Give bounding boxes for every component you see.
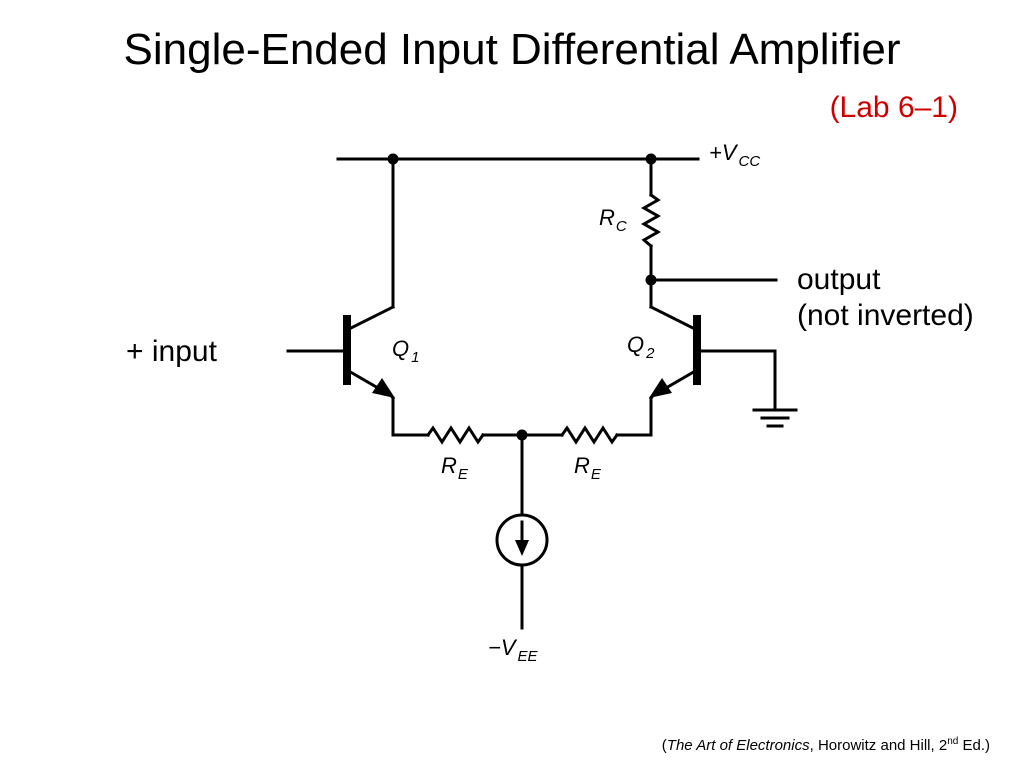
rc-label: RC [599, 205, 627, 235]
re-right-resistor [559, 425, 620, 445]
output-label: output (not inverted) [797, 262, 974, 334]
citation-book-title: The Art of Electronics [666, 737, 810, 754]
citation-close: Ed.) [958, 737, 990, 754]
citation-edition-sup: nd [947, 736, 959, 747]
citation-open: ( [661, 737, 667, 754]
re-left-label: RE [441, 453, 469, 483]
transistor-q1 [286, 304, 396, 401]
current-source-icon [495, 513, 549, 567]
rc-resistor [640, 192, 662, 249]
slide-title: Single-Ended Input Differential Amplifie… [123, 25, 901, 74]
re-left-resistor [425, 425, 486, 445]
ground-symbol [752, 349, 798, 428]
output-label-line1: output [797, 263, 881, 296]
output-label-line2: (not inverted) [797, 299, 974, 332]
citation-authors: , Horowitz and Hill, 2 [809, 737, 948, 754]
lab-reference: (Lab 6–1) [829, 91, 958, 124]
input-label: + input [126, 335, 217, 368]
transistor-q2 [648, 304, 777, 401]
citation: (The Art of Electronics, Horowitz and Hi… [662, 732, 990, 756]
re-right-label: RE [574, 453, 602, 483]
